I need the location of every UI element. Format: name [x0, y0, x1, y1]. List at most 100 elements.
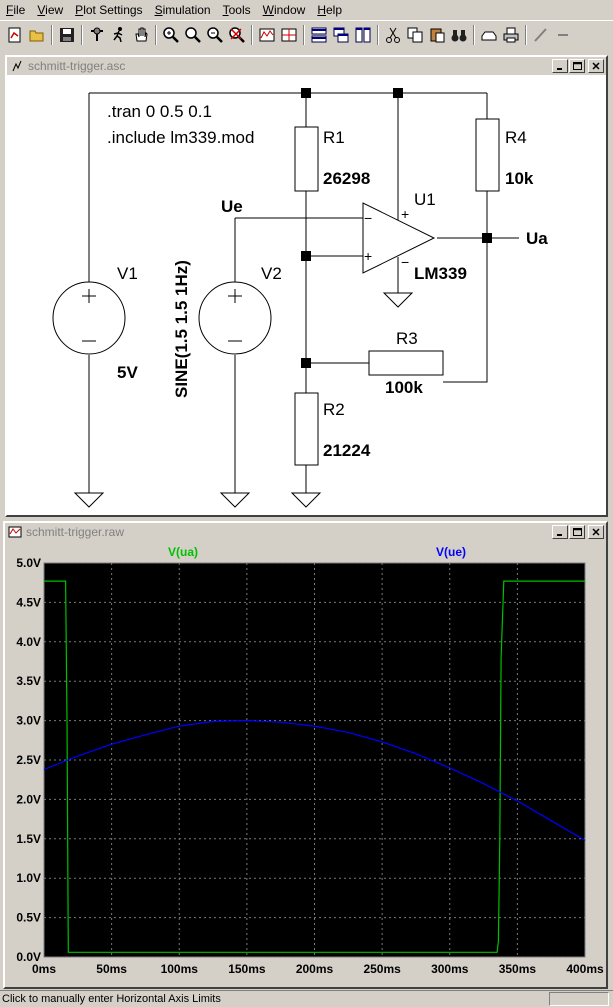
ground-icon [219, 492, 251, 508]
r4-resistor[interactable] [475, 118, 500, 192]
open-folder-icon[interactable] [26, 24, 48, 46]
find-binoculars-icon[interactable] [448, 24, 470, 46]
x-tick-label[interactable]: 350ms [499, 962, 537, 976]
y-tick-label[interactable]: 1.0V [16, 871, 41, 885]
close-button[interactable] [588, 525, 604, 539]
tile-vertical-icon[interactable] [352, 24, 374, 46]
schematic-canvas[interactable]: .tran 0 0.5 0.1 .include lm339.mod R1 26… [7, 75, 606, 515]
minimize-button[interactable] [552, 59, 568, 73]
paste-icon[interactable] [426, 24, 448, 46]
x-tick-label[interactable]: 150ms [228, 962, 266, 976]
menu-help[interactable]: Help [311, 3, 348, 17]
copy-icon[interactable] [404, 24, 426, 46]
x-tick-label[interactable]: 50ms [96, 962, 127, 976]
tran-directive[interactable]: .tran 0 0.5 0.1 [107, 102, 212, 121]
r4-value[interactable]: 10k [505, 169, 534, 188]
y-tick-label[interactable]: 3.5V [16, 674, 41, 688]
include-directive[interactable]: .include lm339.mod [107, 128, 254, 147]
control-panel-icon[interactable] [86, 24, 108, 46]
restore-button[interactable] [569, 59, 585, 73]
ue-net-label[interactable]: Ue [221, 197, 243, 216]
r4-name: R4 [505, 128, 527, 147]
menu-plot-settings[interactable]: Plot Settings [69, 3, 148, 17]
series-line-v-ue[interactable] [43, 719, 586, 841]
opamp-supply-minus: − [401, 254, 409, 270]
menu-label-rest: ools [228, 3, 251, 17]
r3-value[interactable]: 100k [385, 378, 423, 397]
waveform-doc-icon [8, 526, 22, 538]
zoom-in-icon[interactable] [160, 24, 182, 46]
ua-net-label[interactable]: Ua [526, 229, 548, 248]
more-tools-icon[interactable] [552, 24, 574, 46]
r2-resistor[interactable] [294, 392, 319, 466]
u1-opamp[interactable] [362, 202, 436, 274]
v2-source[interactable] [198, 281, 272, 355]
cursor-icon[interactable] [278, 24, 300, 46]
y-tick-label[interactable]: 4.0V [16, 635, 41, 649]
cascade-icon[interactable] [330, 24, 352, 46]
opamp-plus-sign: + [364, 248, 372, 264]
minimize-button[interactable] [552, 525, 568, 539]
r2-value[interactable]: 21224 [323, 441, 371, 460]
toolbar-separator [525, 24, 527, 45]
pan-hand-icon[interactable] [130, 24, 152, 46]
print-setup-icon[interactable] [478, 24, 500, 46]
y-tick-label[interactable]: 1.5V [16, 832, 41, 846]
series-line-v-ua[interactable] [44, 580, 585, 953]
trace-label-v-ue[interactable]: V(ue) [436, 545, 466, 559]
waveform-titlebar[interactable]: schmitt-trigger.raw [5, 523, 606, 541]
autorange-icon[interactable] [256, 24, 278, 46]
waveform-window: schmitt-trigger.raw 0ms 50ms 100ms 150ms 200… [3, 521, 608, 989]
v1-value[interactable]: 5V [117, 363, 138, 382]
cut-icon[interactable] [382, 24, 404, 46]
y-tick-label[interactable]: 0.0V [16, 950, 41, 964]
r1-value[interactable]: 26298 [323, 169, 370, 188]
print-icon[interactable] [500, 24, 522, 46]
r2-name: R2 [323, 400, 345, 419]
menu-label-rest: elp [325, 3, 342, 17]
y-tick-label[interactable]: 2.0V [16, 792, 41, 806]
new-schematic-icon[interactable] [4, 24, 26, 46]
save-icon[interactable] [56, 24, 78, 46]
x-tick-label[interactable]: 100ms [161, 962, 199, 976]
y-tick-label[interactable]: 0.5V [16, 911, 41, 925]
zoom-out-icon[interactable] [204, 24, 226, 46]
waveform-pane[interactable]: 0ms 50ms 100ms 150ms 200ms 250ms 300ms 350ms 400… [5, 541, 606, 987]
x-tick-label[interactable]: 250ms [363, 962, 401, 976]
u1-value[interactable]: LM339 [414, 264, 467, 283]
menu-window[interactable]: Window [257, 3, 312, 17]
close-button[interactable] [588, 59, 604, 73]
menu-view[interactable]: View [31, 3, 69, 17]
draw-line-icon[interactable] [530, 24, 552, 46]
toolbar-separator [51, 24, 53, 45]
menu-mnemonic: T [222, 3, 229, 17]
run-icon[interactable] [108, 24, 130, 46]
wires [88, 92, 519, 493]
x-tick-label[interactable]: 200ms [296, 962, 334, 976]
trace-label-v-ua[interactable]: V(ua) [168, 545, 198, 559]
schematic-titlebar[interactable]: schmitt-trigger.asc [7, 57, 606, 75]
menu-simulation[interactable]: Simulation [149, 3, 217, 17]
waveform-plot[interactable]: 0ms 50ms 100ms 150ms 200ms 250ms 300ms 350ms 400… [5, 541, 606, 987]
v2-value[interactable]: SINE(1.5 1.5 1Hz) [172, 260, 191, 398]
tile-horizontal-icon[interactable] [308, 24, 330, 46]
restore-button[interactable] [569, 525, 585, 539]
v1-source[interactable] [52, 281, 126, 355]
ground-icon [290, 492, 322, 508]
toolbar-separator [377, 24, 379, 45]
menu-file[interactable]: File [0, 3, 31, 17]
y-tick-label[interactable]: 4.5V [16, 595, 41, 609]
menu-tools[interactable]: Tools [217, 3, 257, 17]
v1-polarity-icon [82, 289, 96, 342]
x-tick-label[interactable]: 0ms [32, 962, 56, 976]
zoom-cancel-icon[interactable] [226, 24, 248, 46]
y-tick-label[interactable]: 3.0V [16, 714, 41, 728]
x-tick-label[interactable]: 400ms [566, 962, 604, 976]
r3-resistor[interactable] [368, 350, 444, 376]
y-tick-label[interactable]: 5.0V [16, 556, 41, 570]
r1-resistor[interactable] [294, 126, 319, 192]
x-tick-label[interactable]: 300ms [431, 962, 469, 976]
y-tick-label[interactable]: 2.5V [16, 753, 41, 767]
zoom-pan-icon[interactable] [182, 24, 204, 46]
